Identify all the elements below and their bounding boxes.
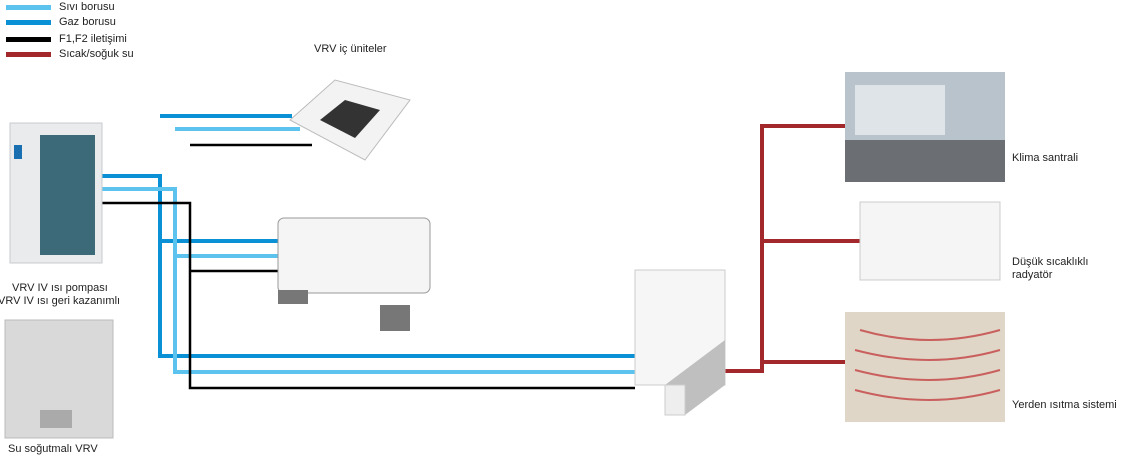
heat-pump-label: VRV IV ısı pompası	[12, 282, 108, 294]
legend-label: Gaz borusu	[59, 16, 116, 28]
legend-liquid-pipe: Sıvı borusu	[6, 0, 115, 14]
legend-communication: F1,F2 iletişimi	[6, 32, 127, 46]
liquid-pipe	[100, 127, 635, 374]
legend-label: Sıcak/soğuk su	[59, 48, 134, 60]
fan-coil-unit-image	[277, 217, 431, 331]
vrv-outdoor-unit-image	[9, 122, 103, 264]
ahu-label: Klima santrali	[1012, 152, 1079, 164]
floor-heating-image	[845, 312, 1005, 422]
water-cooled-unit-image	[4, 319, 114, 439]
hydrobox-image	[634, 269, 726, 416]
legend-swatch	[6, 4, 51, 10]
legend-label: Sıvı borusu	[59, 1, 115, 13]
water-cooled-label: Su soğutmalı VRV	[8, 443, 98, 455]
legend-swatch	[6, 51, 51, 57]
radiator-label-2: radyatör	[1012, 269, 1053, 281]
air-handling-unit-image	[845, 72, 1005, 182]
indoor-units-label: VRV iç üniteler	[314, 43, 387, 55]
legend-swatch	[6, 36, 51, 42]
legend-label: F1,F2 iletişimi	[59, 33, 127, 45]
legend-swatch	[6, 19, 51, 25]
cassette-indoor-unit-image	[289, 79, 411, 161]
radiator-image	[859, 201, 1001, 281]
communication-line	[100, 143, 635, 390]
floor-heating-label: Yerden ısıtma sistemi	[1012, 399, 1117, 411]
legend-gas-pipe: Gaz borusu	[6, 15, 116, 29]
water-pipe	[725, 124, 860, 373]
radiator-label-1: Düşük sıcaklıklı	[1012, 256, 1089, 268]
legend-water: Sıcak/soğuk su	[6, 47, 134, 61]
heat-recovery-label: VRV IV ısı geri kazanımlı	[0, 295, 121, 307]
gas-pipe	[100, 114, 635, 358]
